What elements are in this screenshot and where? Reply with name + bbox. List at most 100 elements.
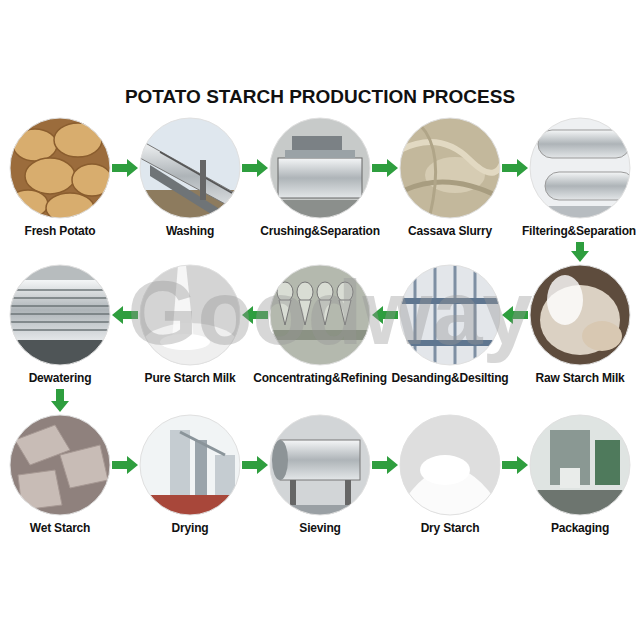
illustration-shape [530, 118, 630, 218]
step-label: Dry Starch [421, 521, 480, 536]
dryer-picture [140, 415, 240, 515]
potato-picture [8, 118, 112, 223]
illustration-shape [530, 265, 630, 365]
illustration-shape [60, 445, 108, 488]
illustration-shape [270, 505, 370, 515]
diagram-title: POTATO STARCH PRODUCTION PROCESS [125, 86, 515, 109]
step-label: Cassava Slurry [408, 224, 492, 239]
illustration-shape [345, 480, 351, 508]
illustration-shape [150, 165, 240, 232]
process-step: Dewatering [10, 265, 110, 365]
process-step: Pure Starch Milk [140, 265, 240, 365]
illustration-shape [72, 164, 112, 196]
illustration-shape [270, 415, 370, 515]
dewatering-picture [10, 265, 110, 365]
illustration-shape [420, 455, 470, 485]
illustration-shape [160, 152, 232, 193]
illustration-shape [8, 190, 48, 218]
step-label: Filtering&Separation [522, 224, 636, 239]
illustration-shape [280, 440, 360, 480]
process-step: Filtering&Separation [530, 118, 630, 218]
flow-arrow [571, 242, 589, 262]
flow-arrow [502, 456, 528, 474]
illustration-shape [278, 158, 362, 198]
illustration-shape [25, 158, 75, 194]
illustration-shape [595, 440, 620, 485]
process-step: Sieving [270, 415, 370, 515]
flow-arrow [112, 159, 138, 177]
step-label: Packaging [551, 521, 609, 536]
illustration-shape [400, 118, 500, 218]
process-step: Washing [140, 118, 240, 218]
illustration-shape [140, 118, 240, 218]
process-step: Fresh Potato [10, 118, 110, 218]
illustration-shape [10, 265, 110, 365]
illustration-shape [10, 290, 110, 330]
illustration-shape [270, 118, 370, 218]
illustration-shape [420, 125, 436, 215]
flow-arrow [112, 456, 138, 474]
process-step: Desanding&Desilting [400, 265, 500, 365]
illustration-shape [46, 193, 94, 223]
step-label: Washing [166, 224, 214, 239]
illustration-shape [530, 490, 630, 515]
flow-arrow [242, 159, 268, 177]
step-label: Drying [172, 521, 209, 536]
step-label: Pure Starch Milk [145, 371, 236, 386]
illustration-shape [582, 321, 622, 351]
process-step: Drying [140, 415, 240, 515]
illustration-shape [530, 206, 630, 218]
process-step: Concentrating&Refining [270, 265, 370, 365]
illustration-shape [170, 430, 190, 495]
illustration-shape [270, 200, 370, 218]
illustration-shape [10, 305, 110, 307]
illustration-shape [215, 455, 235, 495]
filter-picture [530, 118, 635, 218]
illustration-shape [530, 265, 630, 365]
sieve-picture [270, 415, 370, 515]
illustration-shape [272, 440, 288, 480]
illustration-shape [13, 129, 57, 161]
illustration-shape [15, 425, 108, 510]
packaging-picture [530, 415, 630, 515]
illustration-shape [285, 150, 355, 158]
illustration-shape [10, 415, 110, 515]
illustration-shape [140, 118, 240, 218]
illustration-shape [400, 415, 500, 515]
illustration-shape [10, 297, 110, 299]
process-step: Cassava Slurry [400, 118, 500, 218]
slurry-picture [400, 118, 505, 218]
illustration-shape [270, 118, 370, 218]
illustration-shape [180, 432, 225, 455]
process-step: Crushing&Separation [270, 118, 370, 218]
illustration-shape [547, 275, 583, 325]
process-step: Packaging [530, 415, 630, 515]
circle-outlines [10, 118, 630, 515]
illustration-shape [10, 321, 110, 323]
illustration-shape [8, 123, 112, 223]
illustration-shape [400, 118, 500, 218]
flow-arrow [51, 389, 69, 412]
flow-arrow [372, 456, 398, 474]
illustration-shape [400, 142, 505, 173]
crusher-picture [270, 118, 370, 218]
step-label: Raw Starch Milk [535, 371, 624, 386]
step-label: Dewatering [29, 371, 92, 386]
illustration-shape [10, 313, 110, 315]
step-label: Crushing&Separation [260, 224, 380, 239]
flow-arrow [502, 159, 528, 177]
illustration-shape [560, 468, 580, 488]
illustration-shape [530, 415, 630, 515]
step-label: Fresh Potato [25, 224, 96, 239]
process-step: Raw Starch Milk [530, 265, 630, 365]
illustration-shape [200, 160, 206, 200]
illustration-shape [195, 440, 207, 495]
process-step: Dry Starch [400, 415, 500, 515]
wet-starch-picture [10, 415, 110, 515]
illustration-shape [18, 470, 62, 510]
flow-arrow [242, 456, 268, 474]
step-label: Concentrating&Refining [253, 371, 387, 386]
process-step: Wet Starch [10, 415, 110, 515]
illustration-shape [290, 480, 296, 508]
